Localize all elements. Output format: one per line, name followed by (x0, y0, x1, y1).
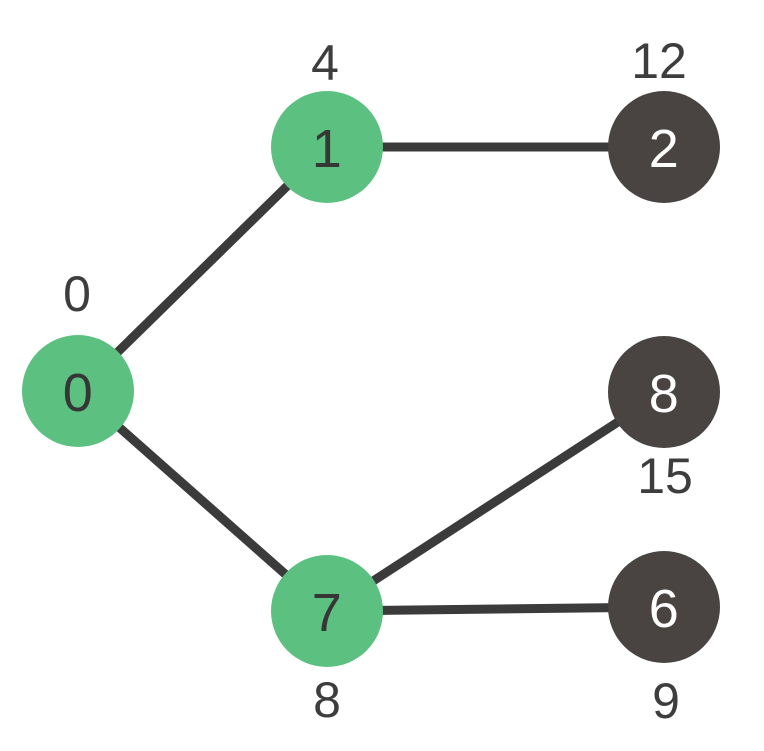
node-0-circle (22, 335, 134, 447)
node-6-outer-label: 9 (652, 673, 680, 729)
node-8-outer-label: 15 (637, 448, 693, 504)
node-1: 1 (271, 91, 383, 203)
node-6: 6 (608, 551, 720, 663)
node-0-outer-label: 0 (63, 266, 91, 322)
node-8-circle (608, 336, 720, 448)
node-0: 0 (22, 335, 134, 447)
edges-layer (74, 142, 667, 616)
node-2: 2 (608, 91, 720, 203)
node-7-outer-label: 8 (313, 672, 341, 728)
edge-0-1 (74, 143, 331, 395)
node-1-circle (271, 91, 383, 203)
node-2-outer-label: 12 (631, 33, 687, 89)
edge-7-8 (324, 388, 667, 615)
node-6-circle (608, 551, 720, 663)
edge-7-6 (326, 602, 665, 616)
node-2-circle (608, 91, 720, 203)
node-6-value: 6 (649, 579, 680, 639)
node-1-value: 1 (312, 119, 343, 179)
node-7-circle (271, 555, 383, 667)
node-2-value: 2 (649, 119, 680, 179)
node-1-outer-label: 4 (311, 35, 339, 91)
node-7: 7 (271, 555, 383, 667)
node-8-value: 8 (649, 364, 680, 424)
node-0-value: 0 (63, 363, 94, 423)
node-8: 8 (608, 336, 720, 448)
node-7-value: 7 (312, 583, 343, 643)
nodes-layer: 0 1 2 8 7 6 (22, 91, 720, 667)
